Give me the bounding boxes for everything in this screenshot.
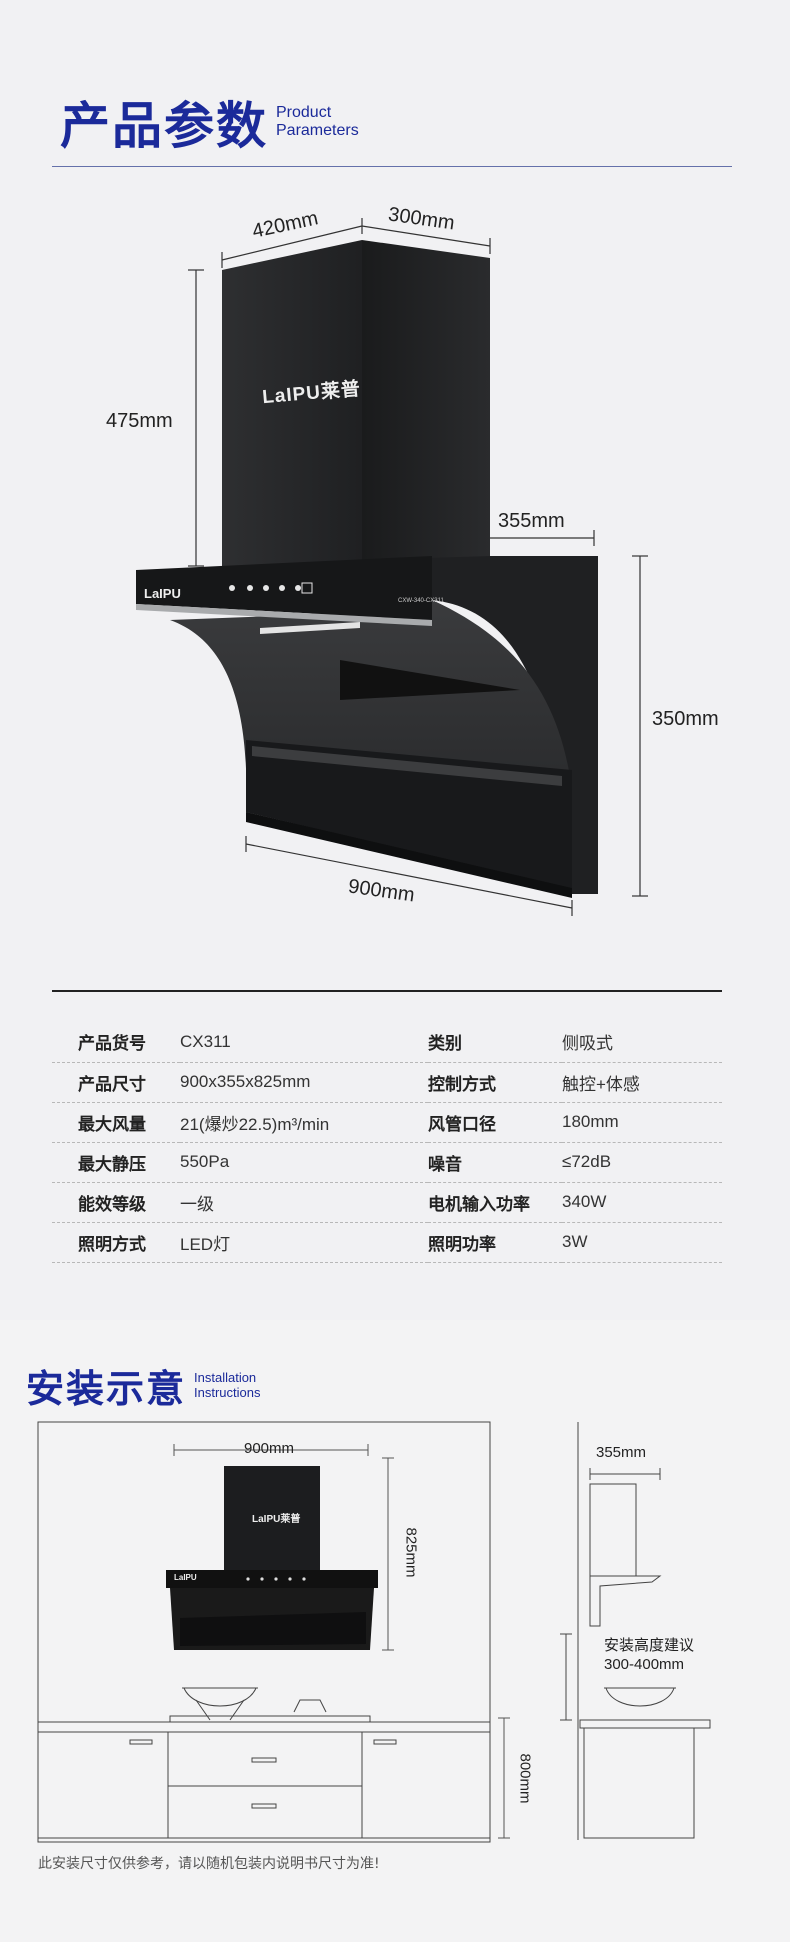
front-stove: [169, 1687, 371, 1723]
specs-table: 产品货号 CX311 类别 侧吸式 产品尺寸 900x355x825mm 控制方…: [52, 1022, 722, 1263]
spec-value: 侧吸式: [562, 1022, 722, 1063]
install-brand-logo: LaIPU莱普: [252, 1514, 301, 1525]
install-dim-width: 900mm: [244, 1440, 295, 1457]
table-row: 照明方式 LED灯 照明功率 3W: [52, 1222, 722, 1263]
brand-logo-panel: LaIPU: [144, 586, 181, 601]
spec-key: 能效等级: [52, 1182, 180, 1223]
install-dim-side-depth: 355mm: [596, 1444, 647, 1461]
install-height-advice-2: 300-400mm: [604, 1656, 685, 1673]
dim-panel-depth: 355mm: [498, 510, 565, 532]
product-parameters-section: 产品参数 Product Parameters: [52, 86, 732, 1263]
spec-value: 340W: [562, 1182, 722, 1223]
params-heading: 产品参数 Product Parameters: [60, 86, 359, 158]
model-badge: CXW-340-CX311: [398, 598, 444, 604]
spec-key: 控制方式: [428, 1062, 562, 1103]
spec-value: 触控+体感: [562, 1062, 722, 1103]
spec-value: 900x355x825mm: [180, 1062, 428, 1103]
spec-value: 3W: [562, 1222, 722, 1263]
dimension-lines: [188, 218, 648, 916]
spec-value: ≤72dB: [562, 1142, 722, 1183]
spec-key: 类别: [428, 1022, 562, 1063]
spec-value: 21(爆炒22.5)m³/min: [180, 1102, 428, 1143]
dim-chimney-height: 475mm: [106, 410, 173, 432]
heading-divider: [52, 166, 732, 167]
spec-key: 电机输入功率: [428, 1182, 562, 1223]
params-title-en: Product Parameters: [276, 104, 359, 141]
front-hood-chimney: [224, 1466, 320, 1574]
installation-diagram: [37, 1421, 711, 1843]
params-title-en-line1: Product: [276, 103, 332, 121]
spec-key: 噪音: [428, 1142, 562, 1183]
spec-key: 照明方式: [52, 1222, 180, 1263]
front-view-frame: [37, 1421, 491, 1843]
spec-key: 产品货号: [52, 1022, 180, 1063]
table-row: 产品货号 CX311 类别 侧吸式: [52, 1022, 722, 1063]
table-row: 产品尺寸 900x355x825mm 控制方式 触控+体感: [52, 1062, 722, 1103]
install-title-en: Installation Instructions: [194, 1369, 261, 1401]
install-title-cn: 安装示意: [26, 1367, 187, 1411]
side-view: [560, 1468, 711, 1839]
specs-top-rule: [52, 990, 722, 992]
spec-key: 最大静压: [52, 1142, 180, 1183]
spec-key: 最大风量: [52, 1102, 180, 1143]
install-brand-panel: LaIPU: [174, 1573, 197, 1582]
dim-panel-height: 350mm: [652, 708, 719, 730]
spec-value: LED灯: [180, 1222, 428, 1263]
spec-value: 550Pa: [180, 1142, 428, 1183]
install-dim-height: 825mm: [402, 1527, 420, 1578]
install-dim-cabinet: 800mm: [516, 1753, 534, 1804]
install-title-en-line2: Instructions: [194, 1384, 261, 1400]
spec-key: 产品尺寸: [52, 1062, 180, 1103]
table-row: 能效等级 一级 电机输入功率 340W: [52, 1182, 722, 1223]
front-cabinet: [37, 1721, 491, 1839]
range-hood-illustration: [136, 218, 648, 916]
install-heading: 安装示意 Installation Instructions: [26, 1358, 261, 1413]
install-height-advice-1: 安装高度建议: [604, 1637, 695, 1654]
spec-key: 照明功率: [428, 1222, 562, 1263]
spec-key: 风管口径: [428, 1102, 562, 1143]
control-buttons: [229, 582, 313, 594]
installation-section: 安装示意 Installation Instructions: [0, 1320, 790, 1942]
params-title-en-line2: Parameters: [276, 122, 359, 139]
spec-value: 一级: [180, 1182, 428, 1223]
spec-value: 180mm: [562, 1102, 722, 1143]
params-title-cn: 产品参数: [60, 97, 268, 155]
table-row: 最大静压 550Pa 噪音 ≤72dB: [52, 1142, 722, 1183]
hood-chimney: [222, 240, 362, 572]
install-note: 此安装尺寸仅供参考，请以随机包装内说明书尺寸为准!: [38, 1856, 380, 1872]
install-title-en-line1: Installation: [194, 1369, 257, 1385]
spec-value: CX311: [180, 1022, 428, 1063]
front-hood-panel: [166, 1570, 378, 1588]
table-row: 最大风量 21(爆炒22.5)m³/min 风管口径 180mm: [52, 1102, 722, 1143]
